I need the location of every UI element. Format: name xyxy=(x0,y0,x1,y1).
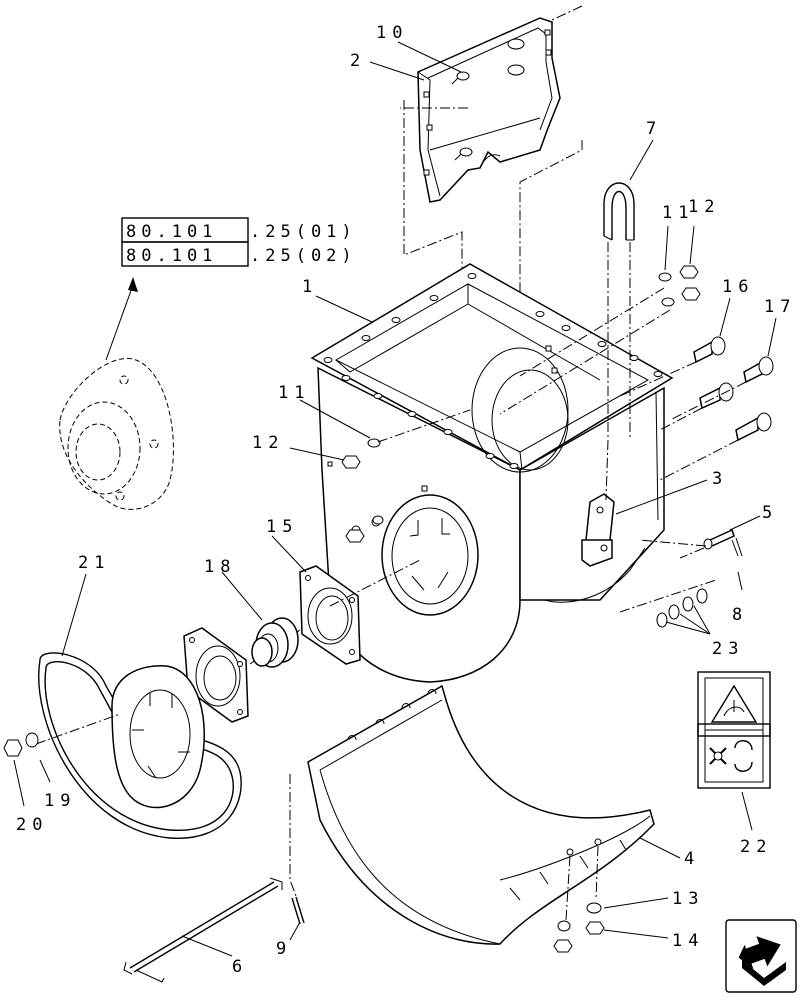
hand-entanglement-warning-icon xyxy=(710,684,758,723)
washer-part-11 xyxy=(367,438,381,448)
housing-part-1 xyxy=(310,263,674,683)
pin-part-9 xyxy=(291,896,305,925)
shield-plate xyxy=(111,665,205,809)
bolt-16-a xyxy=(693,336,726,364)
reference-suffix: .25(01) xyxy=(250,222,357,242)
callout-13[interactable]: 13 xyxy=(672,889,704,909)
bearing-part-18 xyxy=(251,617,299,668)
reference-suffix: .25(02) xyxy=(250,246,357,266)
callout-10[interactable]: 10 xyxy=(376,23,408,43)
reference-row-2[interactable]: 80.101 .25(02) xyxy=(126,246,357,266)
callout-4[interactable]: 4 xyxy=(684,849,700,869)
bolt-17-a xyxy=(743,356,774,384)
nut-part-20 xyxy=(3,739,23,757)
bearing-flange-part-15 xyxy=(299,565,361,665)
callout-8[interactable]: 8 xyxy=(732,605,748,625)
guard-part-21 xyxy=(38,652,242,839)
callout-18[interactable]: 18 xyxy=(204,557,236,577)
bolt-16-b xyxy=(699,382,734,410)
callout-11-left[interactable]: 11 xyxy=(278,383,310,403)
rod-part-6 xyxy=(123,877,283,983)
callout-6[interactable]: 6 xyxy=(232,957,248,977)
callout-16[interactable]: 16 xyxy=(722,277,754,297)
callout-20[interactable]: 20 xyxy=(16,815,48,835)
callout-21[interactable]: 21 xyxy=(78,553,110,573)
callout-12[interactable]: 12 xyxy=(688,197,720,217)
callout-11[interactable]: 11 xyxy=(662,203,694,223)
rotation-prohibited-icon xyxy=(709,740,753,772)
callout-12-left[interactable]: 12 xyxy=(252,433,284,453)
reference-section: 80.101 xyxy=(126,222,217,242)
decal-part-22 xyxy=(697,671,771,789)
callout-labels: 10 2 7 11 12 1 16 17 11 12 3 5 8 23 15 1… xyxy=(16,23,796,977)
callout-1[interactable]: 1 xyxy=(302,277,318,297)
callout-17[interactable]: 17 xyxy=(764,297,796,317)
callout-9[interactable]: 9 xyxy=(276,939,292,959)
callout-22[interactable]: 22 xyxy=(740,837,772,857)
leader-lines xyxy=(13,41,777,957)
next-page-arrow-icon[interactable] xyxy=(725,919,797,993)
bolt-17-b xyxy=(735,412,772,442)
callout-2[interactable]: 2 xyxy=(350,51,366,71)
washer-part-19 xyxy=(25,732,39,748)
callout-23[interactable]: 23 xyxy=(712,639,744,659)
hardware-right-stack xyxy=(658,265,774,442)
callout-19[interactable]: 19 xyxy=(44,791,76,811)
u-bolt-part-7 xyxy=(603,182,635,241)
callout-5[interactable]: 5 xyxy=(762,503,778,523)
bracket-part-2 xyxy=(417,17,561,203)
reference-table: 80.101 .25(01) 80.101 .25(02) xyxy=(121,217,357,267)
reference-section: 80.101 xyxy=(126,246,217,266)
nut-part-12 xyxy=(341,455,361,469)
callout-3[interactable]: 3 xyxy=(712,469,728,489)
bearing-flange-second xyxy=(183,627,249,723)
pin-part-5 xyxy=(703,528,743,557)
lower-trough-part-4 xyxy=(307,684,655,945)
washers-part-23 xyxy=(656,588,708,628)
reference-row-1[interactable]: 80.101 .25(01) xyxy=(126,222,357,242)
callout-14[interactable]: 14 xyxy=(672,931,704,951)
callout-7[interactable]: 7 xyxy=(646,119,662,139)
callout-15[interactable]: 15 xyxy=(266,517,298,537)
reference-bearing-ghost xyxy=(59,357,174,510)
reference-arrow-icon xyxy=(128,277,138,292)
